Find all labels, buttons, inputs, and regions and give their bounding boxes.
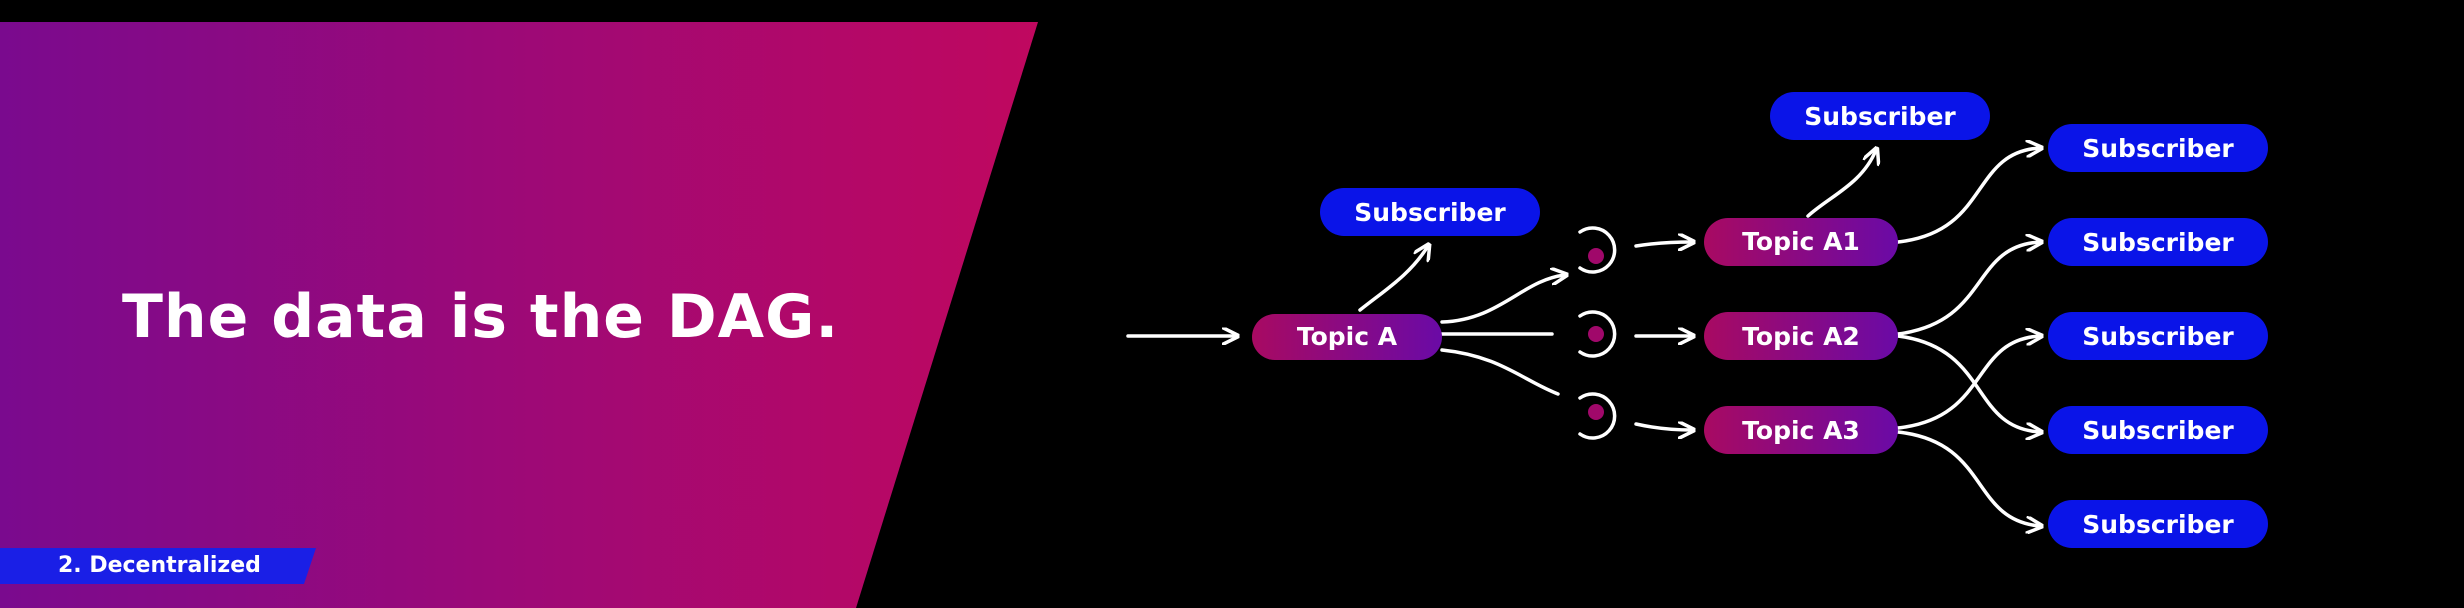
edge-topic-a3-subscriber-5	[1896, 430, 2040, 526]
topic-node-a3-label: Topic A3	[1742, 416, 1860, 445]
edge-topic-a1-subscriber-top	[1806, 150, 1876, 218]
subscriber-node-1: Subscriber	[2048, 124, 2268, 172]
subscriber-label: Subscriber	[2082, 228, 2234, 257]
edge-topic-a-filter-1	[1440, 275, 1565, 324]
section-label: 2. Decentralized	[58, 553, 261, 578]
topic-node-a: Topic A	[1252, 314, 1442, 360]
subscriber-node-3: Subscriber	[2048, 312, 2268, 360]
subscriber-label: Subscriber	[1354, 198, 1506, 227]
topic-node-a-label: Topic A	[1297, 322, 1398, 351]
section-tag	[0, 548, 316, 584]
subscriber-node-top: Subscriber	[1770, 92, 1990, 140]
subscriber-label: Subscriber	[1804, 102, 1956, 131]
edge-filter-1-topic-a1	[1634, 242, 1692, 246]
edge-topic-a-subscriber	[1358, 246, 1428, 312]
topic-node-a1-label: Topic A1	[1742, 227, 1860, 256]
subscriber-node-2: Subscriber	[2048, 218, 2268, 266]
topic-node-a3: Topic A3	[1704, 406, 1898, 454]
subscriber-node-topic-a: Subscriber	[1320, 188, 1540, 236]
edge-filter-3-topic-a3	[1634, 424, 1692, 430]
filter-node-1	[1578, 226, 1617, 274]
subscriber-label: Subscriber	[2082, 510, 2234, 539]
edge-topic-a3-subscriber-3	[1896, 336, 2040, 430]
edge-topic-a2-subscriber-4	[1896, 334, 2040, 432]
subscriber-node-4: Subscriber	[2048, 406, 2268, 454]
slide-headline: The data is the DAG.	[122, 282, 840, 352]
subscriber-label: Subscriber	[2082, 416, 2234, 445]
topic-node-a2-label: Topic A2	[1742, 322, 1860, 351]
topic-node-a1: Topic A1	[1704, 218, 1898, 266]
edge-topic-a1-subscriber-1	[1896, 148, 2040, 244]
topic-node-a2: Topic A2	[1704, 312, 1898, 360]
filter-node-2	[1578, 310, 1617, 358]
edge-topic-a2-subscriber-2	[1896, 242, 2040, 336]
filter-node-3	[1578, 392, 1617, 440]
subscriber-label: Subscriber	[2082, 322, 2234, 351]
edge-topic-a-filter-3	[1440, 348, 1560, 396]
subscriber-label: Subscriber	[2082, 134, 2234, 163]
subscriber-node-5: Subscriber	[2048, 500, 2268, 548]
